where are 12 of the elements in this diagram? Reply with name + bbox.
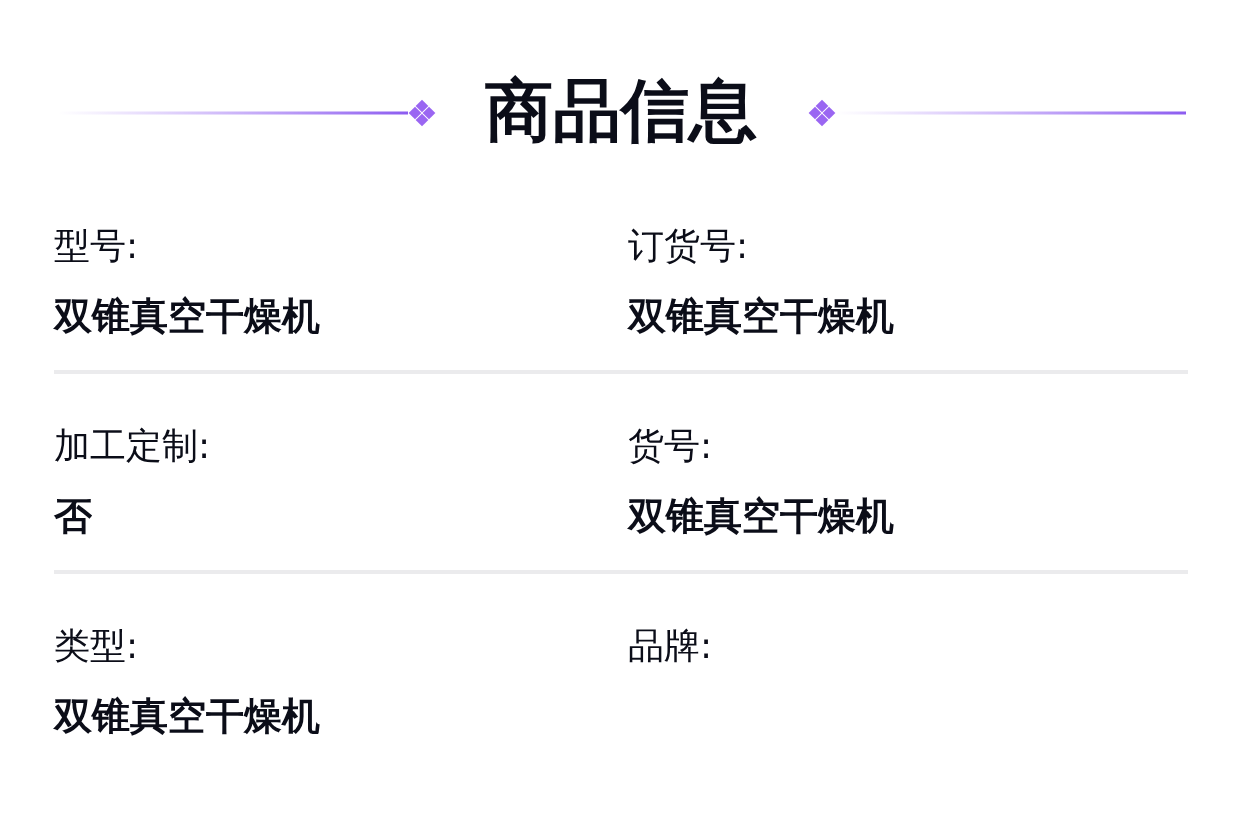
field-label: 货号: <box>628 424 713 468</box>
field-label: 类型: <box>54 624 139 668</box>
field-label: 型号: <box>54 224 139 268</box>
field-label: 订货号: <box>628 224 749 268</box>
field-label: 品牌: <box>628 624 713 668</box>
field-value: 否 <box>54 494 92 540</box>
field-value: 双锥真空干燥机 <box>628 294 894 340</box>
field-label: 加工定制: <box>54 424 211 468</box>
page-title: 商品信息 <box>485 71 757 150</box>
field-value: 双锥真空干燥机 <box>54 694 320 740</box>
field-value: 双锥真空干燥机 <box>54 294 320 340</box>
field-value: 双锥真空干燥机 <box>628 494 894 540</box>
